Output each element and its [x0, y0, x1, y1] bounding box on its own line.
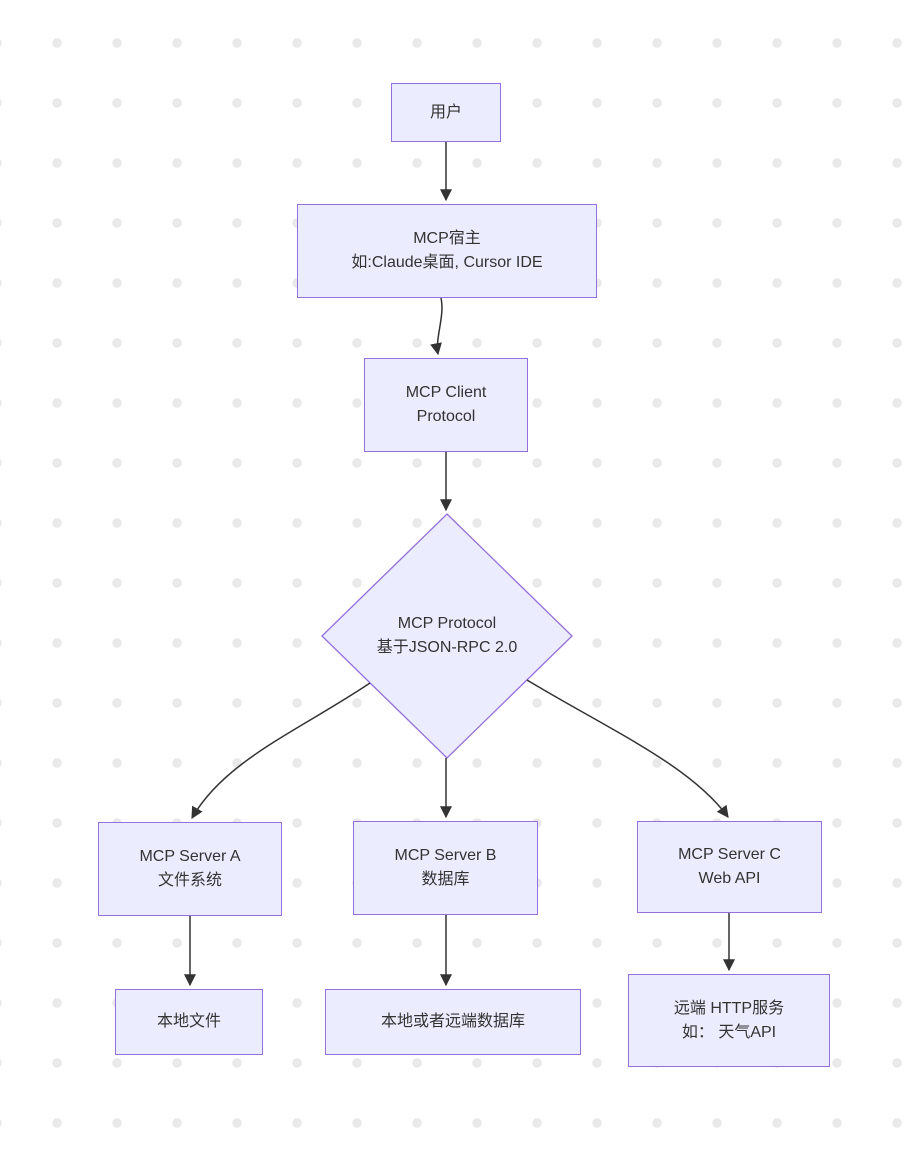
node-user: 用户: [391, 83, 501, 142]
node-mcp-server-c-subtitle: Web API: [698, 870, 761, 887]
node-mcp-server-b-title: MCP Server B: [394, 847, 497, 864]
node-mcp-server-a-subtitle: 文件系统: [157, 872, 222, 889]
mcp-protocol-diamond-shape: [321, 513, 573, 759]
node-local-files: 本地文件: [115, 989, 263, 1055]
node-remote-http: 远端 HTTP服务 如： 天气API: [628, 974, 830, 1067]
node-mcp-server-a: MCP Server A 文件系统: [98, 822, 282, 916]
node-mcp-protocol-title: MCP Protocol: [397, 615, 497, 632]
node-remote-http-subtitle: 如： 天气API: [681, 1023, 777, 1041]
node-mcp-protocol-decision: MCP Protocol 基于JSON-RPC 2.0: [322, 514, 572, 758]
node-mcp-protocol-subtitle: 基于JSON-RPC 2.0: [376, 639, 518, 656]
node-mcp-server-a-title: MCP Server A: [139, 848, 241, 865]
node-mcp-host-subtitle: 如:Claude桌面, Cursor IDE: [351, 254, 543, 271]
node-mcp-server-c-title: MCP Server C: [678, 846, 781, 863]
node-user-label: 用户: [429, 103, 462, 121]
node-remote-http-title: 远端 HTTP服务: [673, 999, 785, 1017]
node-mcp-server-c: MCP Server C Web API: [637, 821, 822, 913]
node-database: 本地或者远端数据库: [325, 989, 581, 1055]
node-mcp-client-title: MCP Client: [405, 384, 487, 401]
node-mcp-client-subtitle: Protocol: [416, 408, 476, 425]
node-mcp-server-b-subtitle: 数据库: [421, 871, 470, 888]
edge-host-to-client: [430, 297, 443, 356]
node-mcp-host: MCP宿主 如:Claude桌面, Cursor IDE: [297, 204, 597, 298]
node-mcp-client: MCP Client Protocol: [364, 358, 528, 452]
node-database-label: 本地或者远端数据库: [380, 1013, 525, 1030]
node-mcp-server-b: MCP Server B 数据库: [353, 821, 538, 915]
node-mcp-host-title: MCP宿主: [413, 230, 481, 247]
edge-protocol-to-server-c: [526, 679, 729, 818]
edge-protocol-to-server-a: [191, 682, 371, 820]
node-local-files-label: 本地文件: [156, 1013, 221, 1030]
